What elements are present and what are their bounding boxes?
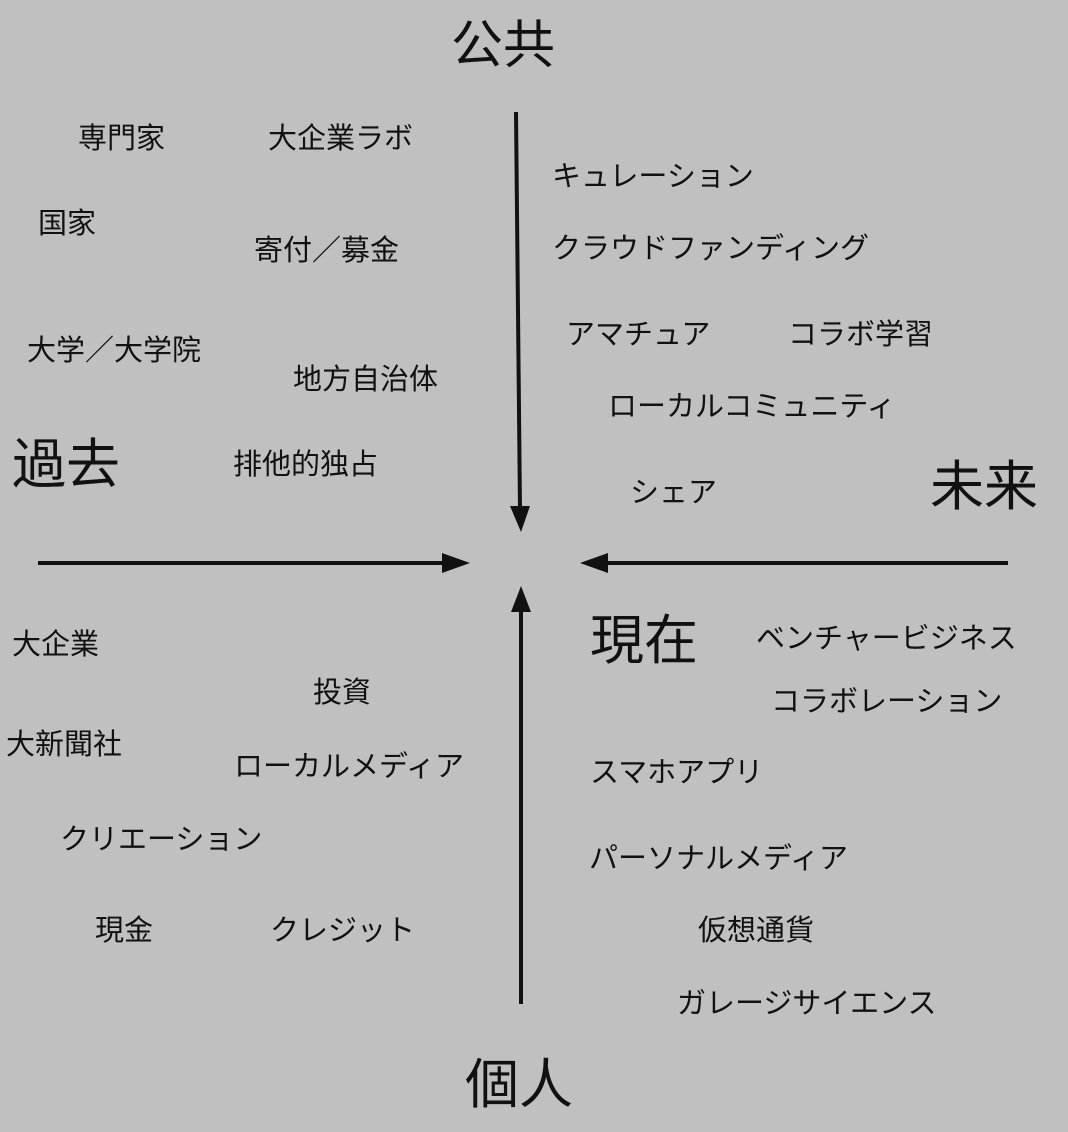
term-creation: クリエーション xyxy=(60,822,263,856)
term-nation: 国家 xyxy=(38,206,97,240)
term-local-media: ローカルメディア xyxy=(234,749,464,783)
term-donation: 寄付／募金 xyxy=(254,233,400,267)
arrow-left-right xyxy=(38,553,470,573)
term-curation: キュレーション xyxy=(552,159,754,193)
axis-label-public: 公共 xyxy=(451,16,556,76)
term-investment: 投資 xyxy=(313,675,372,709)
term-collab-learning: コラボ学習 xyxy=(788,317,934,351)
term-cash: 現金 xyxy=(95,913,154,947)
term-virtual-currency: 仮想通貨 xyxy=(698,913,815,947)
term-garage-science: ガレージサイエンス xyxy=(677,986,937,1020)
axis-label-future: 未来 xyxy=(930,455,1038,518)
term-personal-media: パーソナルメディア xyxy=(589,841,848,875)
term-local-community: ローカルコミュニティ xyxy=(608,389,896,423)
term-share: シェア xyxy=(630,475,718,509)
arrow-bottom-up xyxy=(511,586,531,1004)
term-university: 大学／大学院 xyxy=(27,333,202,367)
term-corporate-lab: 大企業ラボ xyxy=(268,121,414,155)
term-exclusive-monopoly: 排他的独占 xyxy=(233,447,379,481)
axis-label-personal: 個人 xyxy=(465,1053,573,1116)
term-big-company: 大企業 xyxy=(12,627,100,661)
axis-label-present: 現在 xyxy=(590,609,698,672)
term-collaboration: コラボレーション xyxy=(771,684,1003,718)
arrow-right-left xyxy=(580,553,1008,573)
term-amateur: アマチュア xyxy=(566,317,711,351)
term-crowdfunding: クラウドファンディング xyxy=(552,231,869,265)
term-credit: クレジット xyxy=(270,913,416,947)
term-venture-business: ベンチャービジネス xyxy=(756,621,1017,655)
term-local-government: 地方自治体 xyxy=(293,362,439,396)
term-smartphone-app: スマホアプリ xyxy=(590,755,764,789)
term-big-newspaper: 大新聞社 xyxy=(6,727,123,761)
axis-label-past: 過去 xyxy=(12,433,120,496)
arrow-top-down xyxy=(510,111,530,532)
term-experts: 専門家 xyxy=(78,121,166,155)
